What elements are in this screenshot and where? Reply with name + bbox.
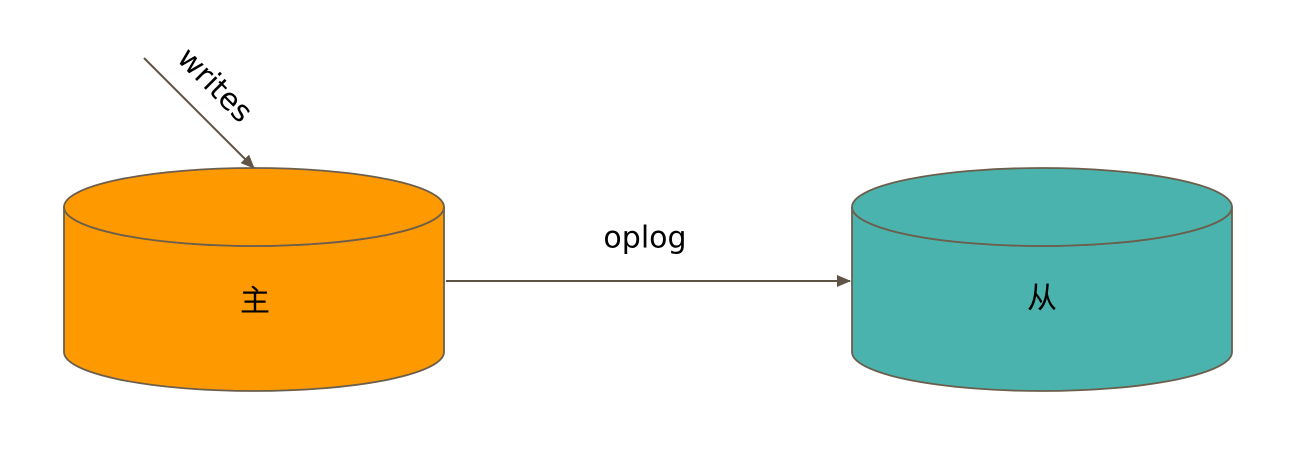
primary-database: 主 xyxy=(63,167,445,392)
secondary-database: 从 xyxy=(851,167,1233,392)
writes-arrow xyxy=(143,57,255,169)
oplog-edge: oplog xyxy=(446,221,851,287)
writes-edge: writes xyxy=(143,41,259,169)
secondary-cylinder-top xyxy=(851,167,1233,247)
secondary-label: 从 xyxy=(1027,281,1057,316)
writes-label: writes xyxy=(170,41,259,130)
primary-cylinder-top xyxy=(63,167,445,247)
primary-label: 主 xyxy=(240,284,270,319)
oplog-label: oplog xyxy=(603,221,686,256)
